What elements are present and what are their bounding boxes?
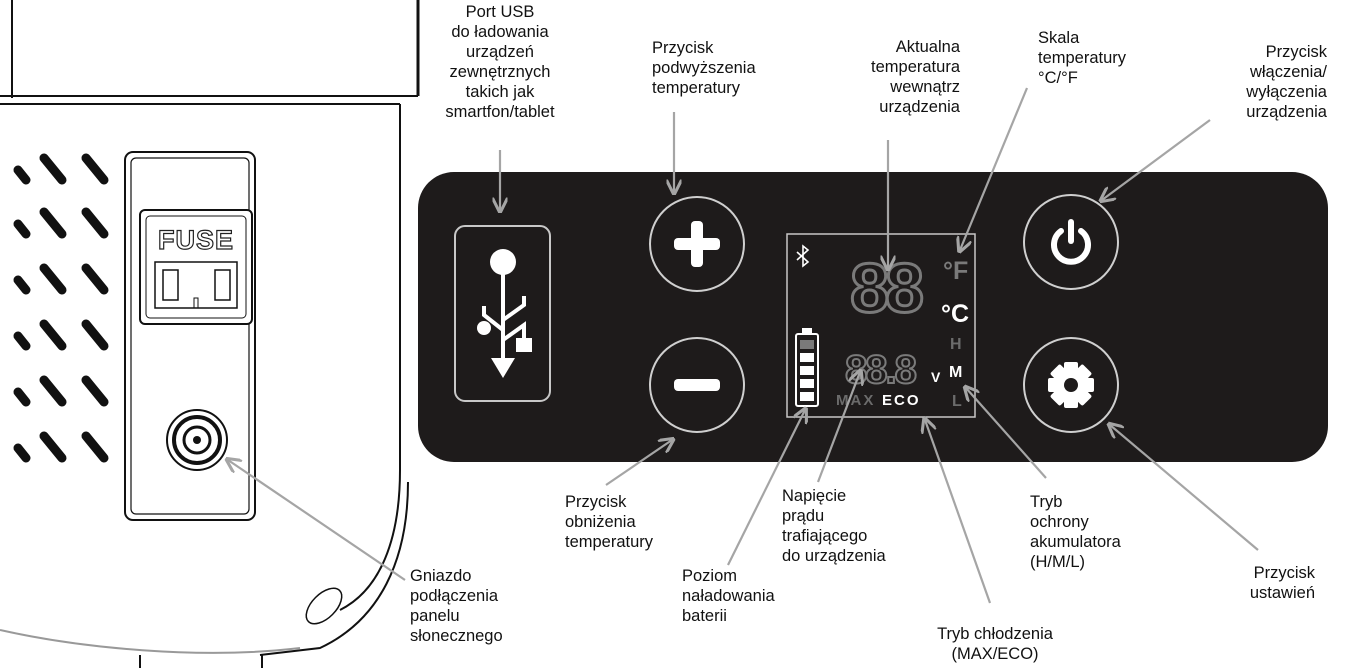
usb-icon <box>477 249 532 378</box>
power-icon <box>1051 219 1091 265</box>
power-button[interactable] <box>1023 194 1119 290</box>
label-settings-button: Przycisk ustawień <box>1249 564 1315 602</box>
usb-port[interactable] <box>454 225 551 402</box>
label-battery-protection: Tryb ochrony akumulatora (H/M/L) <box>1030 493 1121 571</box>
temp-down-button[interactable] <box>649 337 745 433</box>
level-m: M <box>949 364 962 381</box>
vent-slots <box>13 153 109 463</box>
bluetooth-icon <box>796 244 810 268</box>
label-temp-up: Przycisk podwyższenia temperatury <box>652 39 756 97</box>
unit-c: °C <box>941 300 969 328</box>
label-temp-scale: Skala temperatury °C/°F <box>1038 29 1127 87</box>
label-current-temp: Aktualna temperatura wewnątrz urządzenia <box>871 38 960 116</box>
plus-icon <box>674 221 720 267</box>
label-voltage: Napięcie prądu trafiającego do urządzeni… <box>782 487 886 565</box>
label-temp-down: Przycisk obniżenia temperatury <box>565 493 654 551</box>
solar-socket-icon <box>166 409 228 471</box>
device-housing <box>0 0 420 668</box>
label-solar-socket: Gniazdo podłączenia panelu słonecznego <box>410 567 503 645</box>
settings-button[interactable] <box>1023 337 1119 433</box>
callout-arrows <box>228 87 1259 604</box>
label-cooling-mode: Tryb chłodzenia (MAX/ECO) <box>937 625 1053 663</box>
fuse-holder: FUSE <box>139 209 253 325</box>
level-h: H <box>950 336 962 353</box>
label-battery-level: Poziom naładowania baterii <box>682 567 775 625</box>
fuse-label: FUSE <box>158 225 234 255</box>
side-port-panel: FUSE <box>124 151 256 521</box>
mounting-hole <box>305 587 343 625</box>
label-power-button: Przycisk włączenia/ wyłączenia urządzeni… <box>1246 43 1327 121</box>
minus-icon <box>674 379 720 391</box>
unit-f: °F <box>943 257 968 285</box>
temperature-readout: 88 <box>850 249 922 327</box>
mode-eco: ECO <box>882 392 921 409</box>
label-usb-port: Port USB do ładowania urządzeń zewnętrzn… <box>445 3 555 121</box>
voltage-unit: V <box>931 369 941 385</box>
mode-max: MAX <box>836 392 875 409</box>
level-l: L <box>952 393 962 410</box>
temp-up-button[interactable] <box>649 196 745 292</box>
gear-icon <box>1048 362 1094 408</box>
